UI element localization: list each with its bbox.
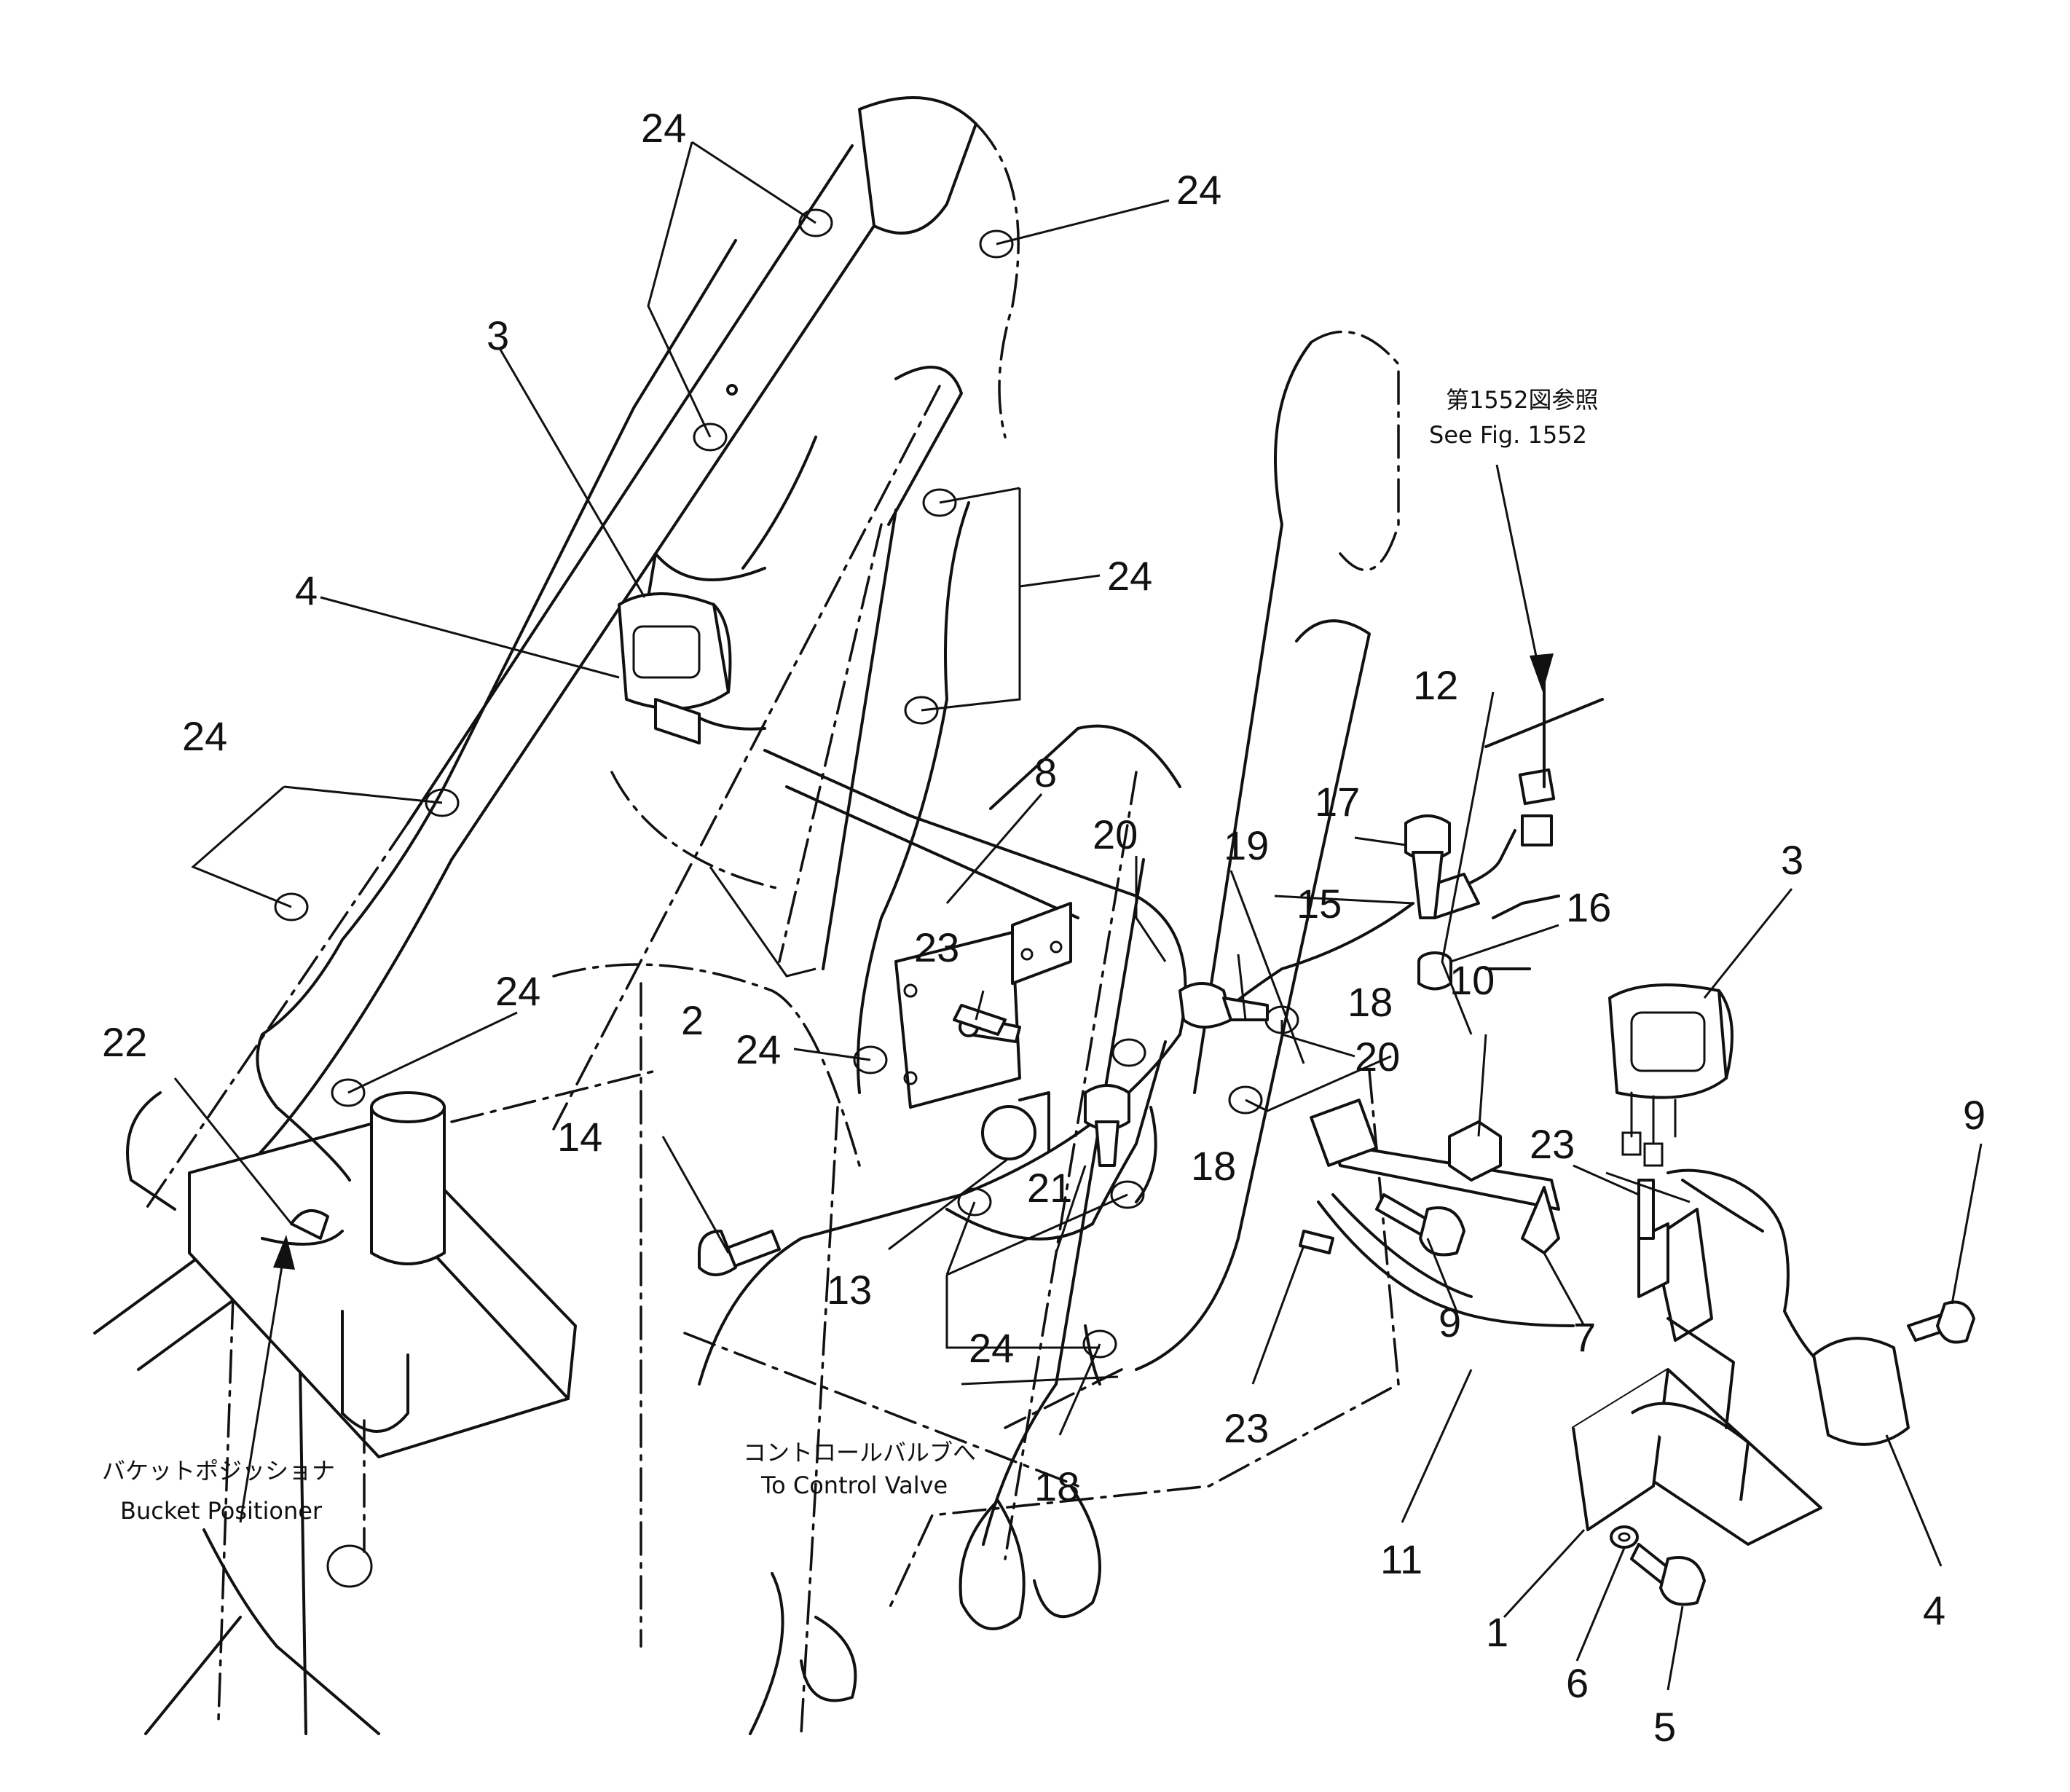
callout-1: 1 [1486, 1609, 1508, 1655]
callout-8: 8 [1034, 750, 1057, 795]
callout-14: 14 [557, 1114, 602, 1160]
leader-lines [173, 141, 1983, 1691]
callout-24-d: 24 [182, 713, 227, 759]
work-lamp-left [618, 592, 732, 744]
see-fig-note-en: See Fig. 1552 [1429, 421, 1587, 449]
callout-22: 22 [102, 1019, 147, 1065]
callout-3-left: 3 [487, 313, 509, 358]
callout-24-f: 24 [736, 1026, 781, 1072]
callout-18-b: 18 [1191, 1143, 1236, 1189]
note-arrows [239, 464, 1554, 1523]
callout-24-b: 24 [1176, 167, 1221, 213]
callout-7: 7 [1573, 1314, 1596, 1360]
callout-24-g: 24 [969, 1325, 1014, 1371]
lamp-bracket [1310, 1099, 1822, 1546]
control-valve-label-jp: コントロールバルブへ [743, 1439, 976, 1466]
bolt-14 [698, 1230, 781, 1276]
hose-clamps [274, 208, 1299, 1359]
fig-1552-marker [1484, 676, 1604, 788]
callout-10: 10 [1449, 957, 1495, 1003]
loader-frame [93, 96, 1400, 1735]
callout-13: 13 [827, 1267, 872, 1313]
callout-9-center: 9 [1439, 1300, 1461, 1345]
bolt-9a [1375, 1193, 1465, 1257]
callout-4-right: 4 [1923, 1587, 1945, 1633]
callout-24-e: 24 [495, 968, 540, 1014]
bucket-positioner [188, 1091, 577, 1588]
annotations: 第1552図参照 See Fig. 1552 バケットポジッショナ Bucket… [102, 386, 1598, 1525]
callout-19: 19 [1224, 822, 1269, 868]
callout-23-a: 23 [914, 924, 959, 970]
bolt-17 [1404, 814, 1451, 919]
callout-9-right: 9 [1963, 1092, 1986, 1138]
relay-23 [953, 1004, 1655, 1254]
washer-6 [1610, 1525, 1639, 1549]
bolt-5 [1630, 1543, 1706, 1606]
callout-numbers: 24 24 3 24 4 24 22 24 2 8 23 24 20 19 17… [102, 105, 1986, 1750]
callout-15: 15 [1296, 881, 1342, 927]
callout-24-c: 24 [1107, 553, 1152, 599]
callout-24-a: 24 [641, 105, 686, 151]
callout-18-c: 18 [1034, 1463, 1079, 1509]
wire-harness [256, 239, 1910, 1446]
callout-23-b: 23 [1530, 1121, 1575, 1167]
callout-6: 6 [1566, 1660, 1589, 1706]
see-fig-note-jp: 第1552図参照 [1446, 386, 1598, 414]
callout-2: 2 [681, 997, 704, 1043]
callout-5: 5 [1653, 1704, 1676, 1750]
bolt-19 [1178, 982, 1269, 1029]
bucket-positioner-label-jp: バケットポジッショナ [102, 1457, 335, 1485]
callout-21: 21 [1027, 1165, 1072, 1211]
callout-3-right: 3 [1781, 837, 1803, 883]
callout-17: 17 [1315, 779, 1360, 825]
bolt-9b [1907, 1300, 1975, 1344]
callout-12: 12 [1413, 662, 1458, 708]
bolts [698, 814, 1975, 1606]
callout-4-left: 4 [295, 567, 318, 613]
callout-16: 16 [1566, 884, 1611, 930]
callout-20-a: 20 [1093, 811, 1138, 857]
callout-18-a: 18 [1347, 979, 1393, 1025]
control-valve-label-en: To Control Valve [760, 1471, 948, 1499]
callout-11: 11 [1380, 1536, 1422, 1582]
work-lamp-right [1608, 983, 1733, 1167]
callout-23-c: 23 [1224, 1405, 1269, 1451]
callout-20-b: 20 [1355, 1034, 1400, 1080]
bucket-positioner-label-en: Bucket Positioner [120, 1497, 323, 1525]
bolt-21 [1084, 1084, 1130, 1167]
